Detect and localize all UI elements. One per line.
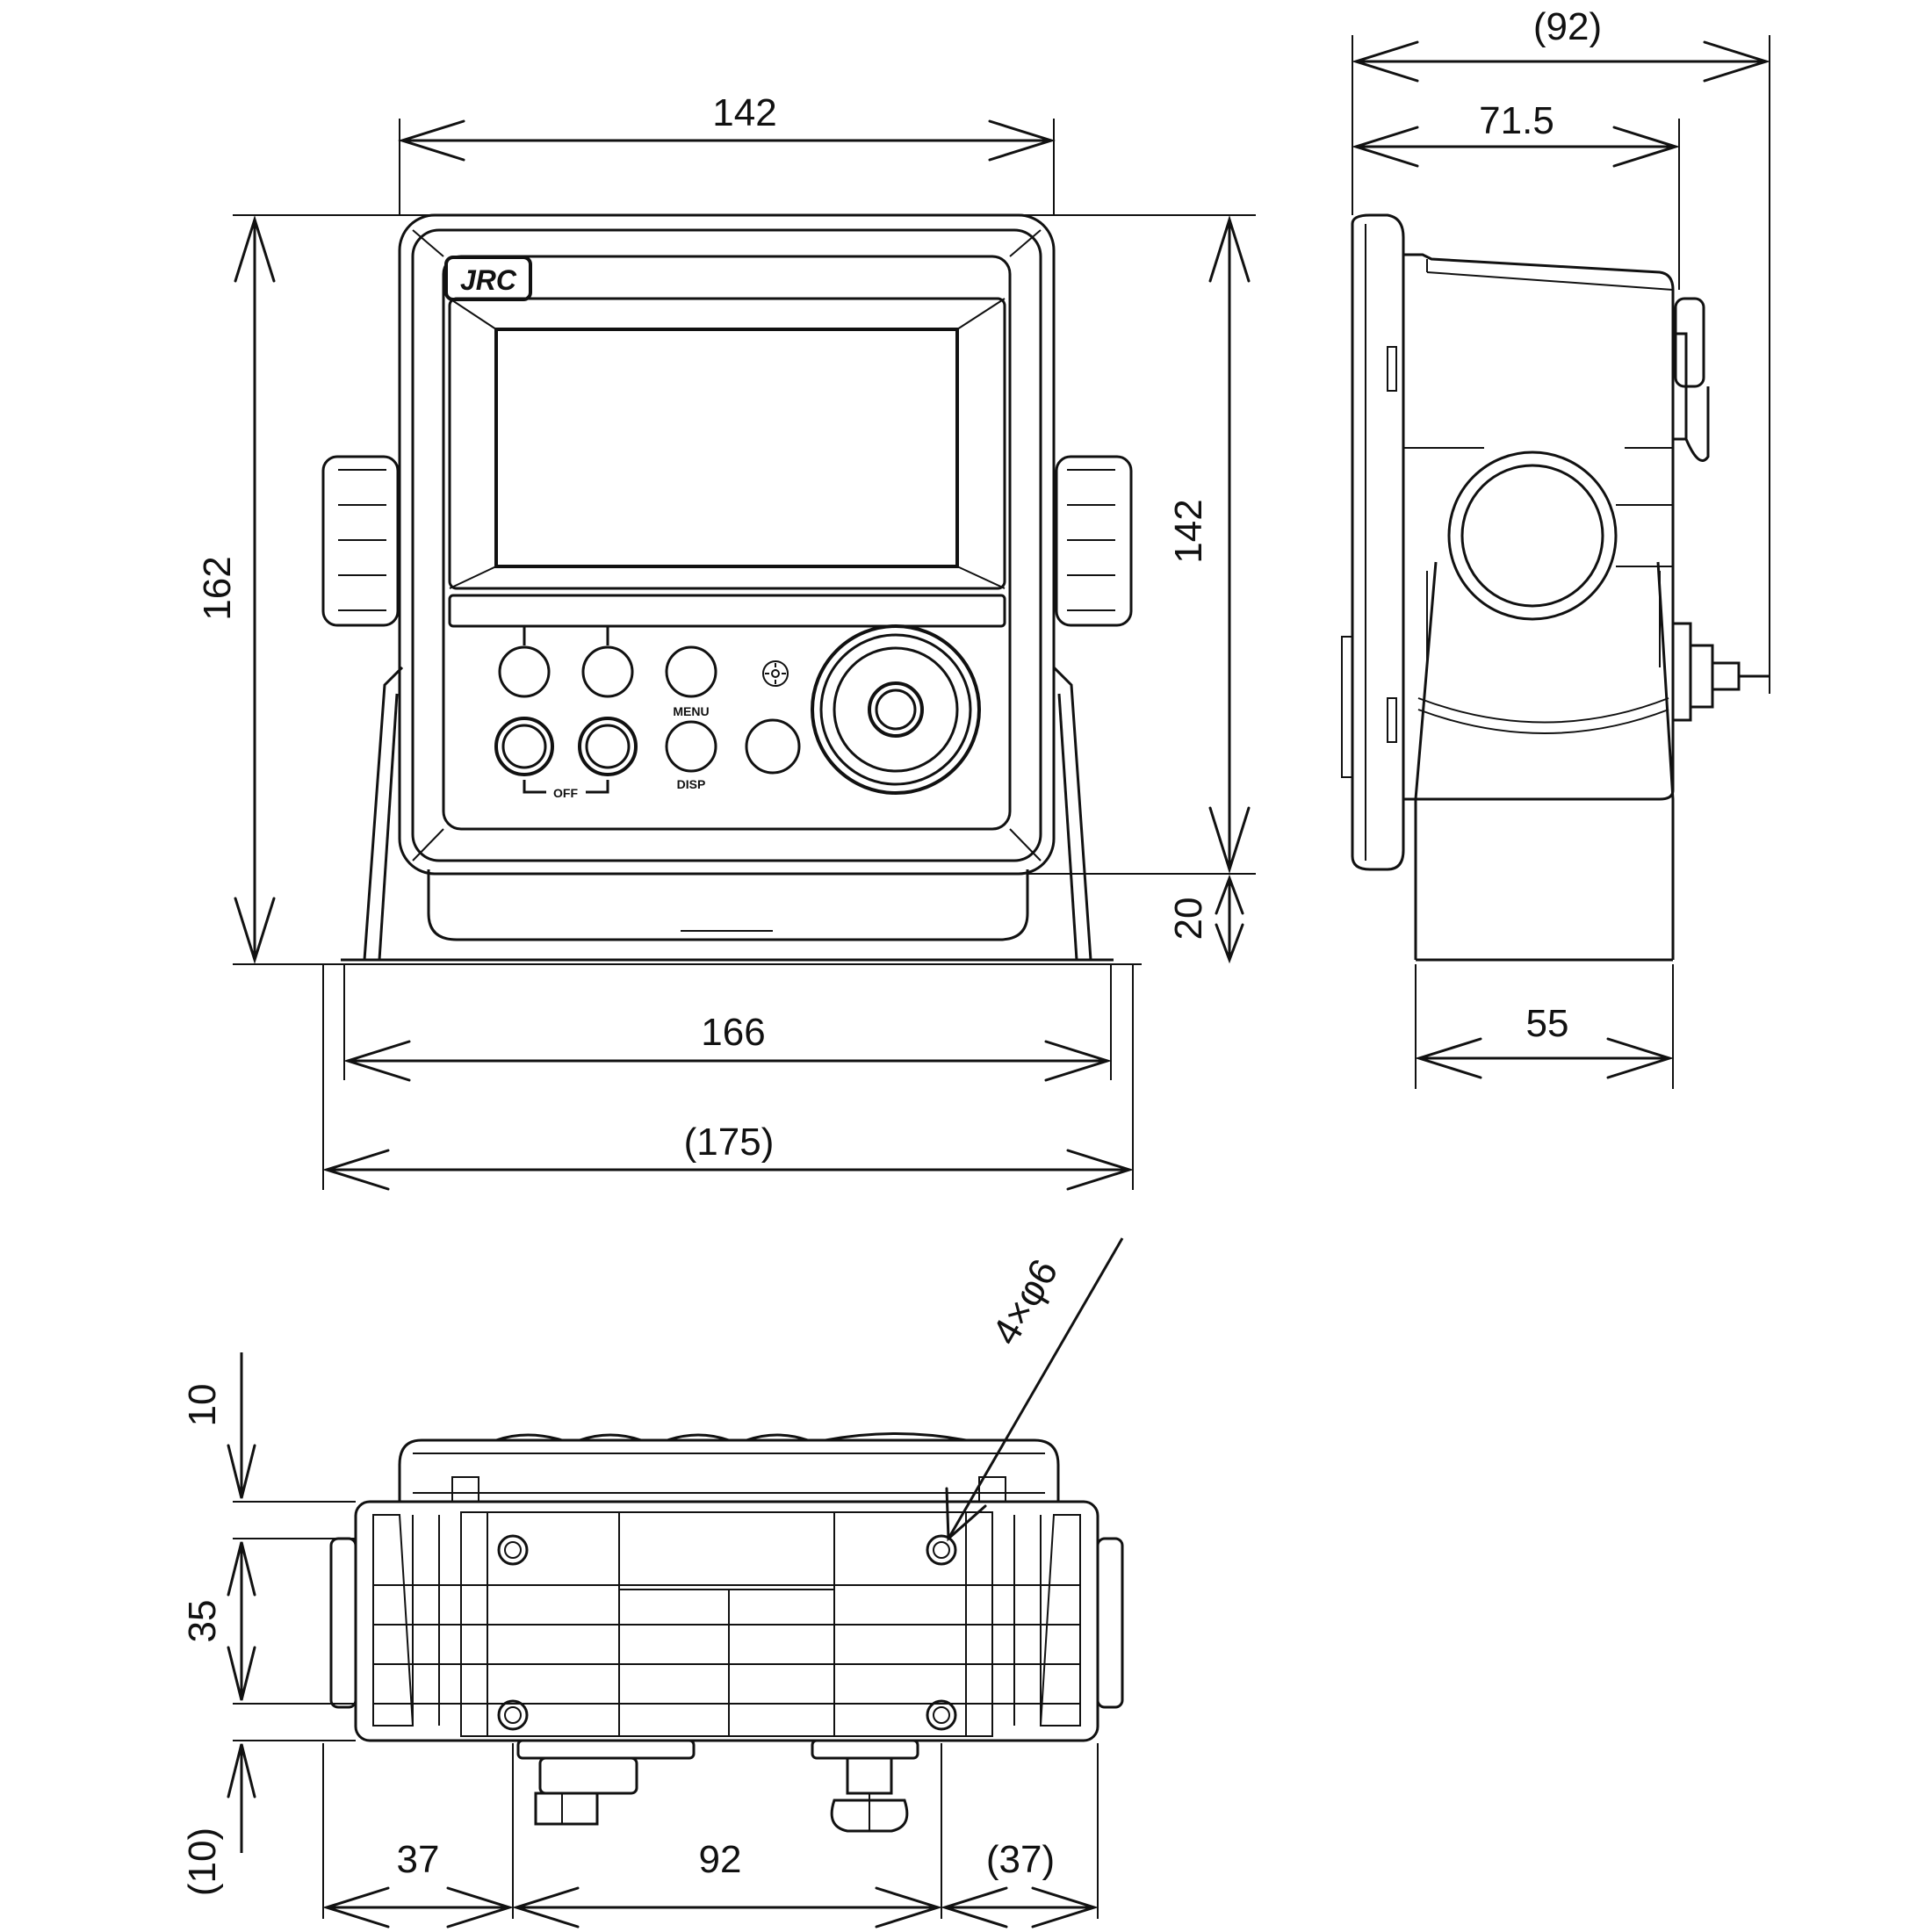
mounting-hole-bl bbox=[497, 1699, 529, 1731]
dim-bottom-center: 92 bbox=[511, 1838, 943, 1928]
power-button-right[interactable] bbox=[578, 717, 638, 776]
jog-dial[interactable] bbox=[811, 624, 981, 795]
bottom-connector-right bbox=[811, 1739, 919, 1833]
dim-front-height-total-label: 162 bbox=[196, 556, 239, 620]
bottom-base bbox=[354, 1500, 1099, 1742]
dim-bottom-bottom-gap: (10) bbox=[181, 1743, 256, 1896]
bottom-knob-left bbox=[329, 1537, 357, 1709]
dim-bottom-right: (37) bbox=[940, 1838, 1099, 1928]
dim-front-width-label: 142 bbox=[712, 91, 776, 134]
menu-button-label: MENU bbox=[673, 704, 709, 718]
bottom-extension-lines bbox=[233, 1501, 1099, 1919]
soft-key-2[interactable] bbox=[581, 625, 634, 698]
jrc-logo: JRC bbox=[444, 256, 532, 301]
dim-bottom-center-label: 92 bbox=[699, 1838, 742, 1881]
mounting-hole-tr bbox=[926, 1534, 957, 1566]
dim-front-base-label: 166 bbox=[701, 1011, 765, 1054]
direction-icon bbox=[762, 660, 789, 687]
dim-front-height-total: 162 bbox=[196, 214, 276, 965]
dim-front-width: 142 bbox=[397, 91, 1056, 162]
dim-side-base-label: 55 bbox=[1526, 1002, 1569, 1045]
svg-text:JRC: JRC bbox=[460, 264, 517, 296]
side-extension-lines bbox=[1352, 35, 1770, 1089]
dim-bottom-hole-spacing-label: 35 bbox=[181, 1600, 224, 1643]
knob-right[interactable] bbox=[1055, 455, 1133, 627]
mounting-hole-tl bbox=[497, 1534, 529, 1566]
bottom-knob-right bbox=[1096, 1537, 1124, 1709]
dim-side-overall: (92) bbox=[1351, 5, 1771, 83]
soft-key-1[interactable] bbox=[498, 625, 551, 698]
dim-bottom-left-label: 37 bbox=[397, 1838, 440, 1881]
knob-left[interactable] bbox=[321, 455, 400, 627]
front-bracket bbox=[341, 666, 1114, 962]
dim-bottom-top-gap-label: 10 bbox=[181, 1384, 224, 1427]
power-button-left[interactable] bbox=[494, 717, 554, 776]
function-button[interactable] bbox=[745, 718, 801, 775]
off-label: OFF bbox=[523, 780, 609, 800]
dim-front-foot: 20 bbox=[1167, 874, 1244, 964]
dim-bottom-bottom-gap-label: (10) bbox=[181, 1827, 224, 1896]
svg-text:OFF: OFF bbox=[553, 786, 578, 800]
front-view: 142 162 142 20 166 bbox=[196, 91, 1256, 1191]
dim-bottom-left: 37 bbox=[321, 1838, 515, 1928]
bottom-connector-left bbox=[516, 1739, 696, 1826]
front-body bbox=[398, 213, 1056, 876]
bottom-view: 10 35 (10) 37 92 bbox=[181, 1237, 1124, 1928]
dim-side-overall-label: (92) bbox=[1533, 5, 1602, 48]
dim-front-foot-label: 20 bbox=[1167, 898, 1210, 941]
dim-bottom-right-label: (37) bbox=[986, 1838, 1055, 1881]
side-body bbox=[1341, 213, 1770, 962]
dim-front-overall: (175) bbox=[321, 1121, 1135, 1191]
dim-bottom-hole-spacing: 35 bbox=[181, 1541, 256, 1701]
hole-note: 4×φ6 bbox=[984, 1252, 1066, 1352]
dim-bottom-top-gap: 10 bbox=[181, 1352, 256, 1499]
dim-front-height-panel-label: 142 bbox=[1167, 499, 1210, 563]
bottom-front-panel bbox=[398, 1432, 1060, 1503]
dim-side-depth: 71.5 bbox=[1351, 99, 1681, 168]
dim-front-base: 166 bbox=[342, 1011, 1113, 1082]
dim-front-height-panel: 142 bbox=[1167, 214, 1251, 875]
menu-button[interactable]: MENU bbox=[665, 645, 717, 718]
display-screen bbox=[448, 297, 1006, 628]
disp-button-label: DISP bbox=[677, 777, 706, 791]
dim-front-overall-label: (175) bbox=[684, 1121, 775, 1164]
mounting-hole-br bbox=[926, 1699, 957, 1731]
side-view: (92) 71.5 55 bbox=[1341, 5, 1771, 1089]
dim-side-depth-label: 71.5 bbox=[1479, 99, 1554, 142]
dim-side-base: 55 bbox=[1414, 1002, 1675, 1079]
disp-button[interactable]: DISP bbox=[665, 720, 717, 791]
